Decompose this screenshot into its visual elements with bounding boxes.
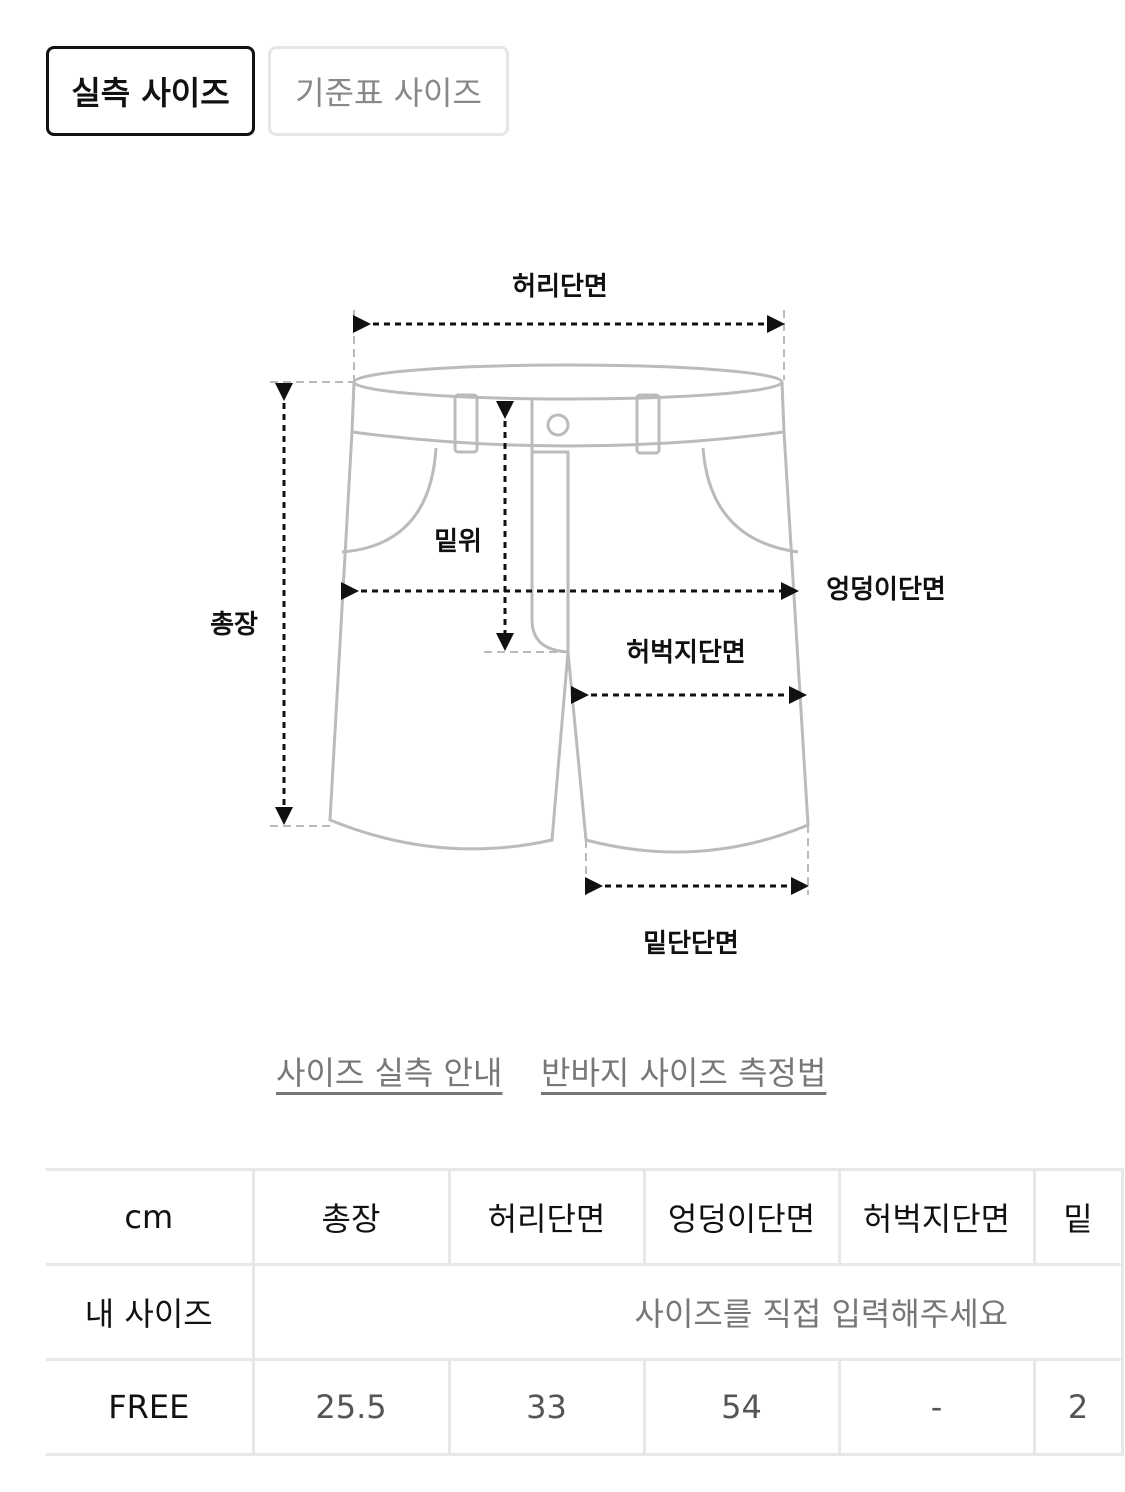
my-size-input-hint[interactable]: 사이즈를 직접 입력해주세요 <box>251 1263 1124 1361</box>
value-cell: 2 <box>1032 1358 1124 1456</box>
shorts-outline <box>328 363 810 854</box>
shorts-measurement-diagram: 허리단면 밑위 엉덩이단면 총장 허벅지단면 밑단단면 <box>210 272 946 959</box>
value-cell: 33 <box>447 1358 646 1456</box>
label-rise: 밑위 <box>434 527 482 557</box>
table-row: FREE 25.5 33 54 - 2 <box>46 1358 1124 1456</box>
label-waist: 허리단면 <box>512 272 608 302</box>
label-total-length: 총장 <box>210 610 258 640</box>
value-cell: 54 <box>642 1358 841 1456</box>
label-hem: 밑단단면 <box>643 929 739 959</box>
header-cell: 밑 <box>1032 1168 1124 1266</box>
my-size-row: 내 사이즈 사이즈를 직접 입력해주세요 <box>46 1263 1124 1361</box>
header-unit: cm <box>46 1168 255 1266</box>
shorts-measure-link[interactable]: 반바지 사이즈 측정법 <box>541 1054 827 1092</box>
table-header-row: cm 총장 허리단면 엉덩이단면 허벅지단면 밑 <box>46 1168 1124 1266</box>
header-cell: 총장 <box>251 1168 451 1266</box>
header-cell: 허리단면 <box>447 1168 646 1266</box>
my-size-label: 내 사이즈 <box>46 1263 255 1361</box>
label-hip: 엉덩이단면 <box>826 575 946 605</box>
tab-standard-size[interactable]: 기준표 사이즈 <box>268 46 509 136</box>
value-cell: 25.5 <box>251 1358 451 1456</box>
header-cell: 엉덩이단면 <box>642 1168 841 1266</box>
value-cell: - <box>837 1358 1036 1456</box>
size-label: FREE <box>46 1358 255 1456</box>
measurement-arrows <box>275 315 809 895</box>
header-cell: 허벅지단면 <box>837 1168 1036 1266</box>
size-table: cm 총장 허리단면 엉덩이단면 허벅지단면 밑 내 사이즈 사이즈를 직접 입… <box>46 1168 1124 1456</box>
tab-actual-size[interactable]: 실측 사이즈 <box>46 46 255 136</box>
size-guide-link[interactable]: 사이즈 실측 안내 <box>276 1054 503 1092</box>
label-thigh: 허벅지단면 <box>626 638 746 668</box>
